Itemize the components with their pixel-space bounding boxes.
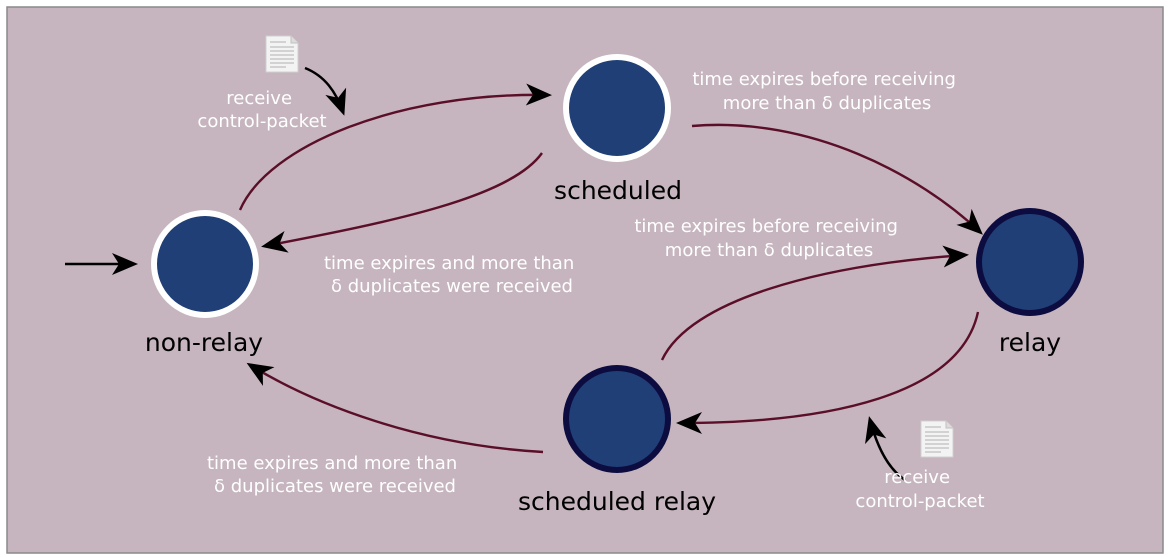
edge-label-scheduledrelay-to-relay: time expires before receiving more than … xyxy=(634,216,903,261)
edge-label-nonrelay-to-scheduled: receive control-packet xyxy=(197,88,326,132)
edge-scheduledrelay-to-relay xyxy=(660,245,969,361)
edge-nonrelay-to-scheduled xyxy=(238,83,552,211)
edge-label-relay-to-scheduledrelay: receive control-packet xyxy=(855,467,984,512)
document-icon xyxy=(920,420,954,458)
edge-scheduledrelay-to-nonrelay xyxy=(246,362,544,454)
edge-label-scheduled-to-nonrelay: time expires and more than δ duplicates … xyxy=(324,253,580,297)
edge-relay-to-scheduledrelay xyxy=(676,311,980,434)
state-non-relay xyxy=(151,210,259,318)
state-label-scheduled: scheduled xyxy=(554,176,682,205)
receive-cue-arrow-top xyxy=(304,66,347,116)
state-label-non-relay: non-relay xyxy=(145,328,263,357)
state-scheduled xyxy=(563,54,671,162)
edge-scheduled-to-relay xyxy=(691,123,983,235)
state-relay xyxy=(976,208,1084,316)
edge-label-scheduledrelay-to-nonrelay: time expires and more than δ duplicates … xyxy=(207,453,463,497)
state-label-scheduled-relay: scheduled relay xyxy=(518,487,716,516)
receive-cue-arrow-bottom xyxy=(865,416,906,482)
state-scheduled-relay xyxy=(563,365,671,473)
edge-scheduled-to-nonrelay xyxy=(261,152,543,253)
state-label-relay: relay xyxy=(999,328,1061,357)
edge-label-scheduled-to-relay: time expires before receiving more than … xyxy=(692,69,961,114)
document-icon xyxy=(265,35,299,73)
